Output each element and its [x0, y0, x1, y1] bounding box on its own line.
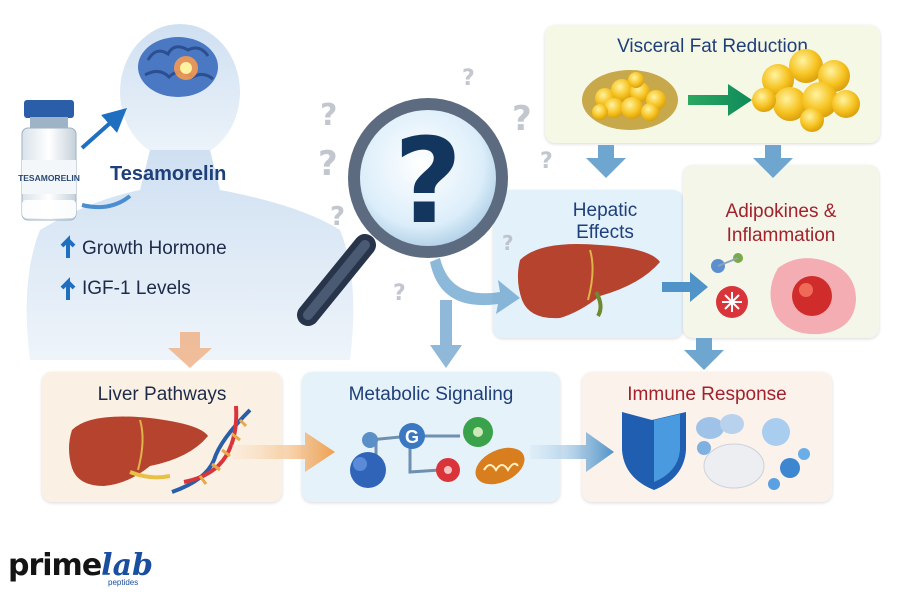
effect-growth-hormone: Growth Hormone [82, 238, 227, 259]
effect-igf1-levels: IGF-1 Levels [82, 278, 191, 299]
gear-icon [399, 423, 425, 449]
question-mark-icon: ? [330, 202, 345, 232]
vial-icon [21, 100, 77, 221]
shield-icon [622, 412, 686, 490]
question-mark-icon: ? [502, 231, 514, 255]
question-mark-icon: ? [318, 144, 338, 184]
question-mark-icon: ? [393, 281, 406, 306]
question-mark-icon: ? [540, 149, 553, 174]
drug-name: Tesamorelin [110, 163, 227, 185]
arrow-metabolic-to-immune-icon [530, 432, 614, 472]
immune-cells-icon [696, 414, 810, 490]
hepatic-effects-title: Hepatic Effects [572, 200, 638, 243]
adipokines-title: Adipokines & Inflammation [725, 201, 837, 246]
brand-tagline: peptides [108, 578, 139, 587]
magnifying-glass-question-icon: ? [297, 98, 508, 326]
reduction-arrow-icon [688, 84, 752, 116]
arrow-liver-to-metabolic-icon [232, 432, 335, 472]
liver-icon [517, 244, 660, 319]
signaling-network-icon: G [350, 417, 525, 488]
question-mark-icon: ? [512, 99, 532, 139]
arrow-hepatic-to-adipokines-icon [662, 272, 708, 302]
brand-name-main: prime [8, 548, 102, 583]
question-mark-icon: ? [320, 98, 337, 133]
arrow-to-hepatic-icon [430, 258, 520, 314]
up-arrow-icon [60, 235, 76, 258]
mitochondria-icon [475, 447, 525, 485]
arrow-to-brain-icon [80, 108, 127, 150]
inflammation-cells-icon [711, 253, 856, 335]
gear-icon [436, 458, 460, 482]
visceral-fat-title: Visceral Fat Reduction [617, 36, 808, 57]
brand-logo: primelab peptides [8, 548, 168, 588]
gear-icon [463, 417, 493, 447]
arrow-to-immune-icon [684, 338, 724, 370]
fat-cluster-small-icon [582, 70, 678, 130]
gear-letter: G [405, 427, 419, 447]
arrow-curve-icon [81, 194, 132, 210]
arrow-fat-to-hepatic-icon [586, 145, 626, 178]
liver-icon [69, 416, 208, 486]
svg-text:?: ? [394, 112, 462, 250]
arrow-fat-to-adipokines-icon [753, 145, 793, 178]
vial-label: TESAMORELIN [18, 173, 80, 183]
dna-icon [171, 405, 252, 494]
question-marks: ? ? ? ? ? ? ? ? [318, 66, 553, 306]
brand-name-accent: lab [101, 548, 153, 583]
up-arrow-icon [60, 277, 76, 300]
immune-response-title: Immune Response [627, 384, 787, 405]
arrow-to-metabolic-icon [430, 300, 462, 368]
liver-pathways-title: Liver Pathways [97, 384, 227, 405]
arrow-to-liver-pathways-icon [168, 332, 212, 368]
brain-icon [138, 37, 218, 97]
metabolic-signaling-title: Metabolic Signaling [348, 384, 514, 405]
question-mark-icon: ? [462, 66, 475, 91]
fat-cluster-large-icon [752, 49, 860, 132]
